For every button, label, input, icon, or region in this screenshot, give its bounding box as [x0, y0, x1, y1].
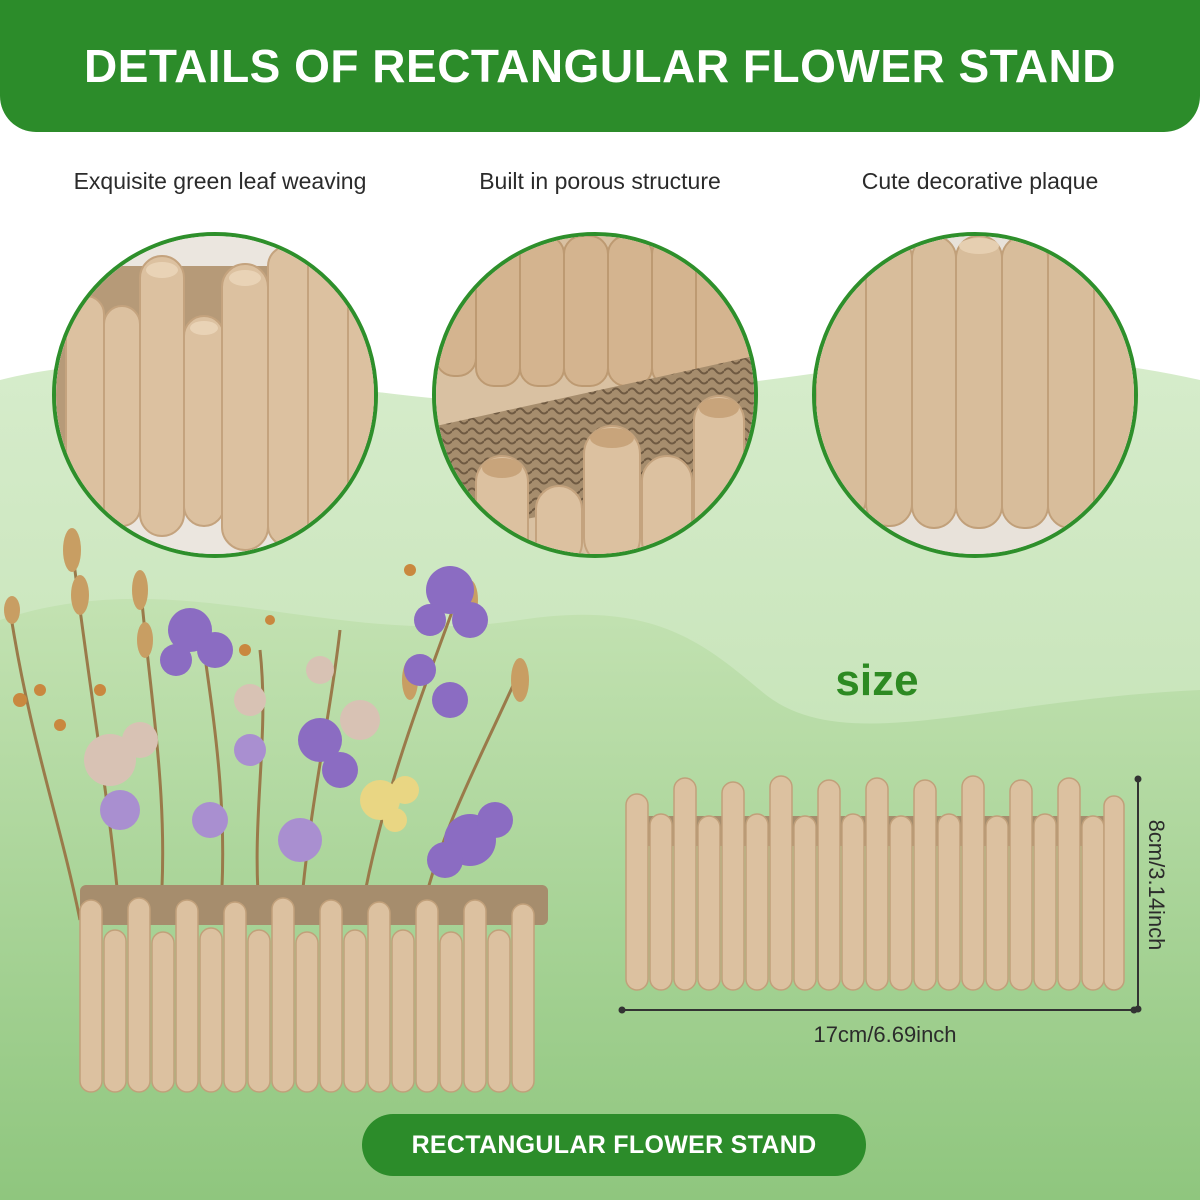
product-with-flowers-image — [4, 528, 548, 1093]
footer-pill: RECTANGULAR FLOWER STAND — [362, 1114, 866, 1176]
feature-caption-porous: Built in porous structure — [479, 168, 721, 194]
height-dimension-line — [1134, 775, 1142, 1013]
page-title: DETAILS OF RECTANGULAR FLOWER STAND — [84, 40, 1116, 92]
detail-image-weaving — [52, 232, 378, 558]
feature-caption-weaving: Exquisite green leaf weaving — [73, 168, 367, 194]
detail-image-porous — [432, 232, 758, 558]
feature-caption-plaque: Cute decorative plaque — [861, 168, 1099, 194]
height-label: 8cm/3.14inch — [1144, 819, 1169, 951]
product-empty-planter-image — [625, 775, 1125, 991]
size-heading: size — [835, 656, 919, 705]
width-dimension-line — [618, 1006, 1138, 1014]
width-label: 17cm/6.69inch — [813, 1022, 957, 1047]
footer-label: RECTANGULAR FLOWER STAND — [411, 1130, 817, 1159]
header-banner: DETAILS OF RECTANGULAR FLOWER STAND — [0, 0, 1200, 132]
detail-image-plaque — [812, 232, 1138, 558]
